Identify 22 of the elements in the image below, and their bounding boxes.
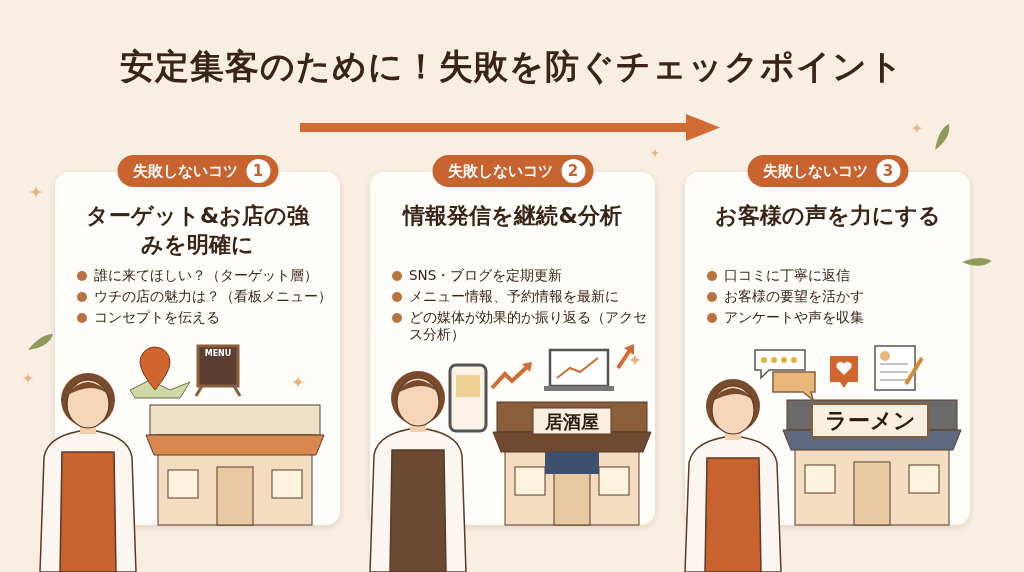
number-circle: 2 [561, 159, 585, 183]
badge-label: 失敗しないコツ [763, 161, 868, 181]
bullet-item: コンセプトを伝える [77, 308, 332, 326]
card-heading: ターゲット&お店の強みを明確に [84, 202, 311, 259]
title: 安定集客のために！失敗を防ぐチェックポイント [119, 45, 905, 88]
sign-text: ラーメン [823, 407, 917, 435]
sign-text: MENU [203, 349, 233, 358]
sign-text: 居酒屋 [544, 410, 600, 434]
badge-label: 失敗しないコツ [133, 161, 238, 181]
bullet-item: どの媒体が効果的か振り返る（アクセス分析） [392, 308, 647, 343]
bullet-item: 誰に来てほしい？（ターゲット層） [77, 267, 332, 284]
number-circle: 1 [246, 159, 270, 183]
bullet-item: ウチの店の魅力は？（看板メニュー） [77, 287, 332, 305]
bullet-item: お客様の要望を活かす [707, 287, 962, 305]
bullet-item: アンケートや声を収集 [707, 308, 962, 326]
card-heading: 情報発信を継続&分析 [401, 202, 623, 230]
number-circle: 3 [876, 159, 900, 183]
card-heading: お客様の声を力にする [713, 202, 942, 230]
badge-label: 失敗しないコツ [448, 161, 553, 181]
bullet-item: 口コミに丁寧に返信 [707, 267, 962, 284]
bullet-item: メニュー情報、予約情報を最新に [392, 287, 647, 305]
bullet-item: SNS・ブログを定期更新 [392, 267, 647, 284]
